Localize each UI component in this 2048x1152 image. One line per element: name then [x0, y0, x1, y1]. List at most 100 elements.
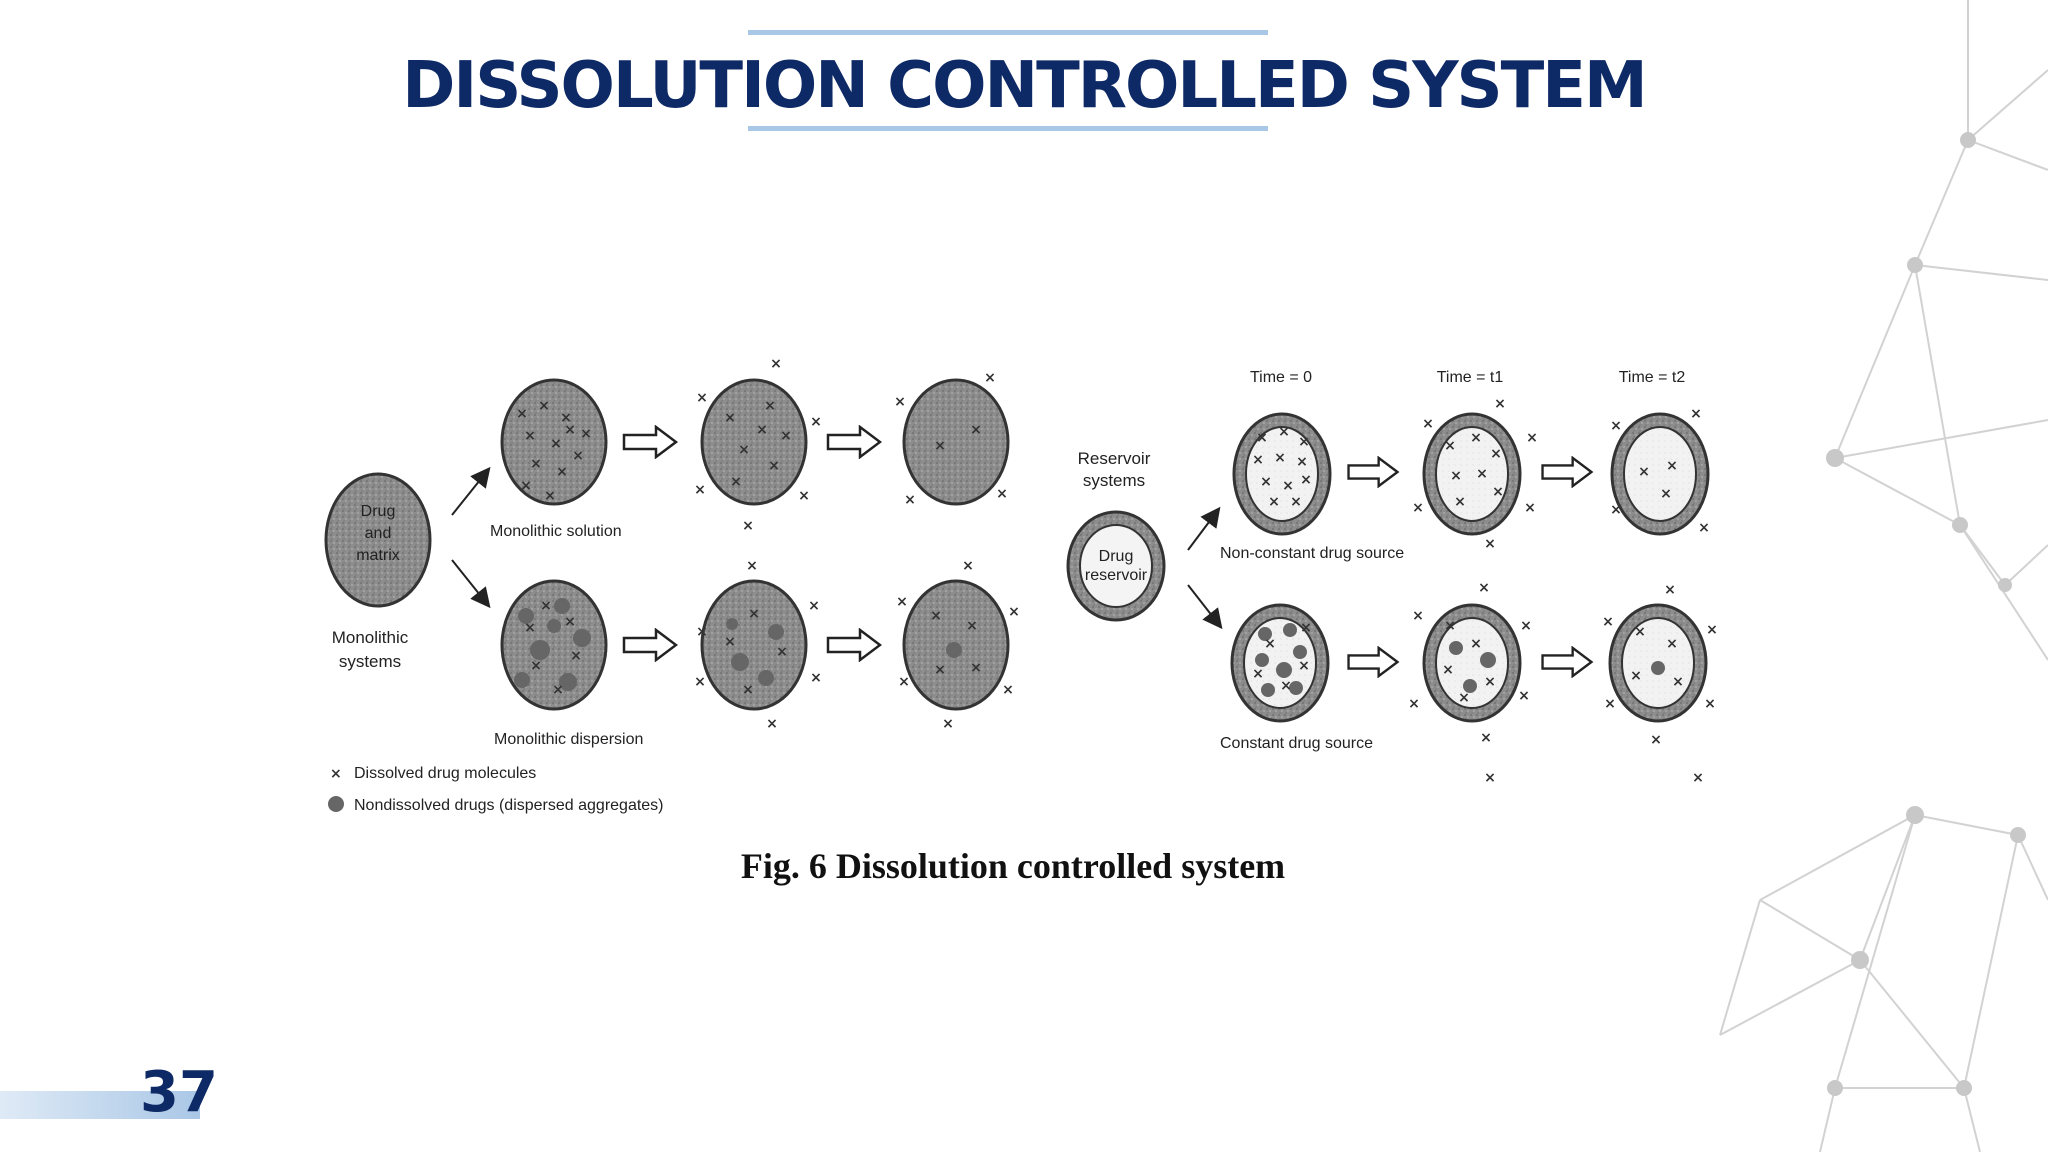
dissolved-molecule-mark: ×	[1260, 474, 1272, 490]
dissolved-molecule-mark: ×	[530, 456, 542, 472]
dissolved-molecule-mark: ×	[896, 594, 908, 610]
dissolved-molecule-mark: ×	[552, 682, 564, 698]
dissolved-molecule-mark: ×	[1604, 696, 1616, 712]
constant-stage-3	[1608, 603, 1708, 723]
constant-arrow-1	[1347, 646, 1399, 678]
dissolved-molecule-mark: ×	[1274, 450, 1286, 466]
dissolved-molecule-mark: ×	[1478, 580, 1490, 596]
dissolved-molecule-mark: ×	[1412, 608, 1424, 624]
dissolved-molecule-mark: ×	[524, 428, 536, 444]
dissolved-molecule-mark: ×	[1672, 674, 1684, 690]
dissolved-molecule-mark: ×	[1490, 446, 1502, 462]
legend-dissolved-label: Dissolved drug molecules	[354, 765, 536, 782]
dissolved-molecule-mark: ×	[1278, 424, 1290, 440]
dissolved-molecule-mark: ×	[1518, 688, 1530, 704]
dissolved-molecule-mark: ×	[776, 644, 788, 660]
dissolved-molecule-mark: ×	[1298, 658, 1310, 674]
non-constant-stage-2	[1422, 412, 1522, 536]
dissolved-molecule-mark: ×	[1442, 662, 1454, 678]
monolithic-solution-stage-2	[700, 378, 808, 506]
dissolved-molecule-mark: ×	[1638, 464, 1650, 480]
dissolved-molecule-mark: ×	[1458, 690, 1470, 706]
dissolved-molecule-mark: ×	[748, 606, 760, 622]
dissolved-molecule-mark: ×	[764, 398, 776, 414]
dissolved-molecule-mark: ×	[1526, 430, 1538, 446]
reservoir-dissolved-molecules: ××××××××××××××××××××××××××××××××××××××××…	[1252, 396, 1718, 786]
dissolved-molecule-mark: ×	[1660, 486, 1672, 502]
dissolved-molecule-mark: ×	[1610, 418, 1622, 434]
dissolved-molecule-mark: ×	[742, 518, 754, 534]
dissolved-molecule-mark: ×	[898, 674, 910, 690]
title-accent-line-top	[748, 30, 1268, 35]
dissolved-molecule-mark: ×	[570, 648, 582, 664]
dissolved-molecule-mark: ×	[1008, 604, 1020, 620]
monolithic-systems-label-line-1: Monolithic	[332, 628, 409, 647]
dissolved-molecule-mark: ×	[550, 436, 562, 452]
dissolved-molecule-mark: ×	[520, 478, 532, 494]
dissolved-molecule-mark: ×	[930, 608, 942, 624]
dissolved-molecule-mark: ×	[742, 682, 754, 698]
dissolved-molecule-mark: ×	[810, 414, 822, 430]
dissolved-molecule-mark: ×	[1252, 666, 1264, 682]
dissolved-molecule-mark: ×	[942, 716, 954, 732]
solution-arrow-1	[622, 425, 678, 459]
drug-reservoir: Drug reservoir	[1066, 510, 1166, 622]
legend-nondissolved-label: Nondissolved drugs (dispersed aggregates…	[354, 797, 664, 814]
reservoir-systems-label-line-1: Reservoir	[1078, 449, 1151, 468]
dissolved-molecule-mark: ×	[1268, 494, 1280, 510]
core-label-line-3: matrix	[356, 547, 400, 564]
dissolved-molecule-mark: ×	[1690, 406, 1702, 422]
reservoir-core-line-1: Drug	[1099, 548, 1134, 565]
dissolved-molecule-mark: ×	[1280, 678, 1292, 694]
dissolved-molecule-mark: ×	[1610, 502, 1622, 518]
monolithic-dissolved-molecules: ××××××××××××××××××××××××××××××××××××××××…	[516, 356, 1020, 732]
non-constant-arrow-2	[1541, 456, 1593, 488]
dissolved-molecule-mark: ×	[694, 674, 706, 690]
dissolved-molecule-mark: ×	[766, 716, 778, 732]
dissolved-molecule-mark: ×	[1290, 494, 1302, 510]
dissolved-molecule-mark: ×	[768, 458, 780, 474]
dissolved-molecule-mark: ×	[580, 426, 592, 442]
dissolved-molecule-mark: ×	[560, 410, 572, 426]
non-constant-label: Non-constant drug source	[1220, 545, 1404, 562]
figure-caption: Fig. 6 Dissolution controlled system	[740, 846, 1286, 886]
dissolved-molecule-mark: ×	[530, 658, 542, 674]
monolithic-dispersion-stage-1	[500, 579, 608, 711]
dissolved-molecule-mark: ×	[564, 422, 576, 438]
dissolved-molecule-mark: ×	[572, 448, 584, 464]
dissolved-molecule-mark: ×	[696, 624, 708, 640]
dissolved-molecule-mark: ×	[1282, 478, 1294, 494]
dissolved-molecule-mark: ×	[1484, 770, 1496, 786]
dissolved-molecule-mark: ×	[524, 620, 536, 636]
legend-aggregate-symbol	[328, 796, 344, 812]
dissolved-molecule-mark: ×	[756, 422, 768, 438]
non-constant-arrow-1	[1347, 456, 1399, 488]
dissolved-molecule-mark: ×	[1602, 614, 1614, 630]
page-number-bar	[0, 1091, 200, 1119]
dissolved-molecule-mark: ×	[724, 634, 736, 650]
dissolved-molecule-mark: ×	[1454, 494, 1466, 510]
dissolved-molecule-mark: ×	[1666, 636, 1678, 652]
time-label-t2: Time = t2	[1619, 369, 1686, 386]
non-constant-stage-1	[1232, 412, 1332, 536]
dissolved-molecule-mark: ×	[966, 618, 978, 634]
dissolved-molecule-mark: ×	[1002, 682, 1014, 698]
dissolved-molecule-mark: ×	[1470, 636, 1482, 652]
page-number: 37	[140, 1060, 218, 1125]
monolithic-core: Drug and matrix	[324, 472, 432, 608]
title-accent-line-bottom	[748, 126, 1268, 131]
dissolved-molecule-mark: ×	[730, 474, 742, 490]
monolithic-systems-label-line-2: systems	[339, 652, 401, 671]
dissolved-molecule-mark: ×	[1444, 618, 1456, 634]
dissolved-molecule-mark: ×	[1412, 500, 1424, 516]
dissolved-molecule-mark: ×	[1524, 500, 1536, 516]
dissolved-molecule-mark: ×	[1480, 730, 1492, 746]
dissolved-molecule-mark: ×	[1300, 472, 1312, 488]
dissolved-molecule-mark: ×	[556, 464, 568, 480]
dissolved-molecule-mark: ×	[1650, 732, 1662, 748]
dissolved-molecule-mark: ×	[1520, 618, 1532, 634]
dissolved-molecule-mark: ×	[810, 670, 822, 686]
dissolved-molecule-mark: ×	[696, 390, 708, 406]
dissolution-diagram: Drug and matrix Monolithic systems Monol…	[324, 356, 1718, 814]
